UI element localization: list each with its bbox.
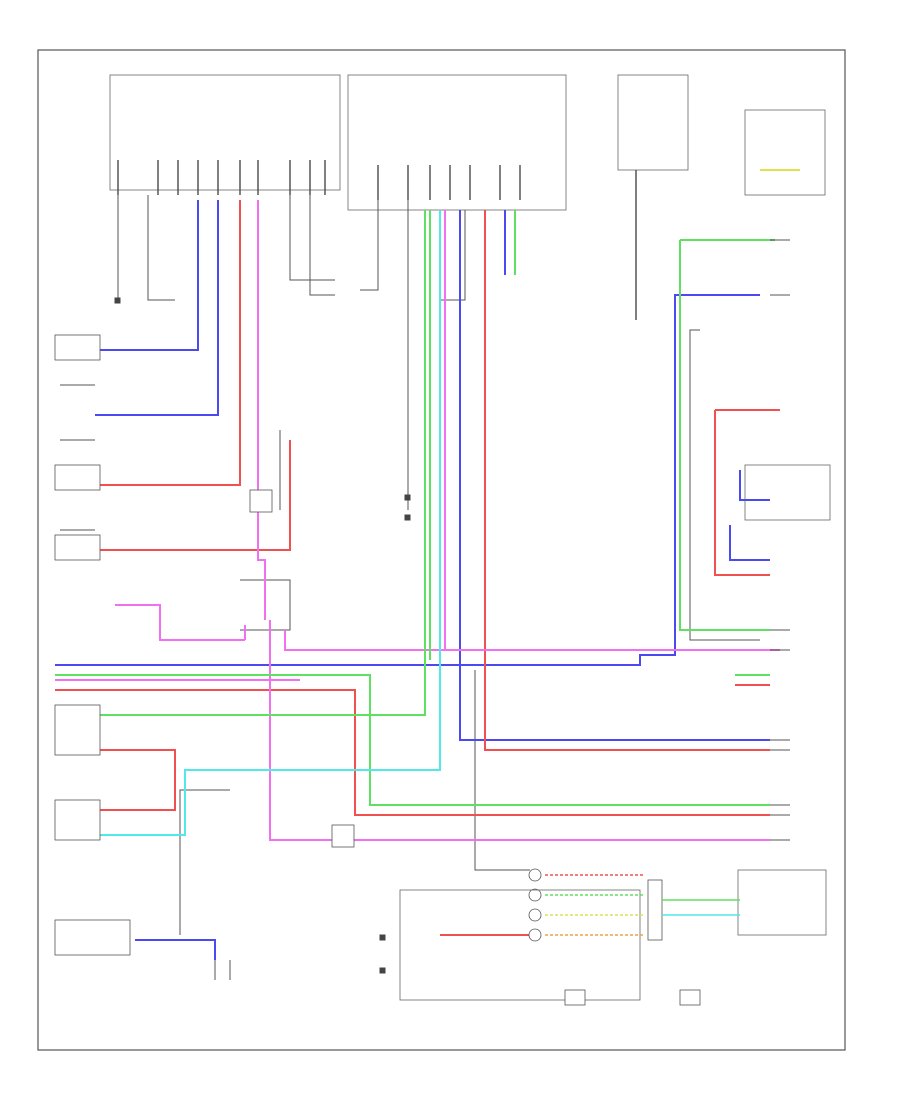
- right-connector-stack: [737, 109, 831, 936]
- wires-blue: [55, 200, 770, 960]
- right-terminal-marks: [770, 239, 790, 841]
- ground-symbols: [114, 297, 411, 974]
- main-body-ecu-box: [347, 74, 567, 211]
- top-connector-stubs: [117, 160, 637, 320]
- wires-cyan: [95, 210, 441, 836]
- wires-green: [55, 210, 775, 806]
- wires-red: [55, 200, 780, 936]
- fuse-block-left: [109, 74, 341, 191]
- wires-black: [60, 195, 760, 980]
- bottom-connector-block: [399, 868, 663, 1001]
- inline-devices: [249, 489, 701, 1006]
- left-switch-components: [54, 334, 131, 956]
- wires-pink: [55, 200, 780, 841]
- relay-box-right: [617, 74, 689, 171]
- diagram-frame: [37, 49, 846, 1051]
- wires-bottom-colored: [545, 169, 800, 936]
